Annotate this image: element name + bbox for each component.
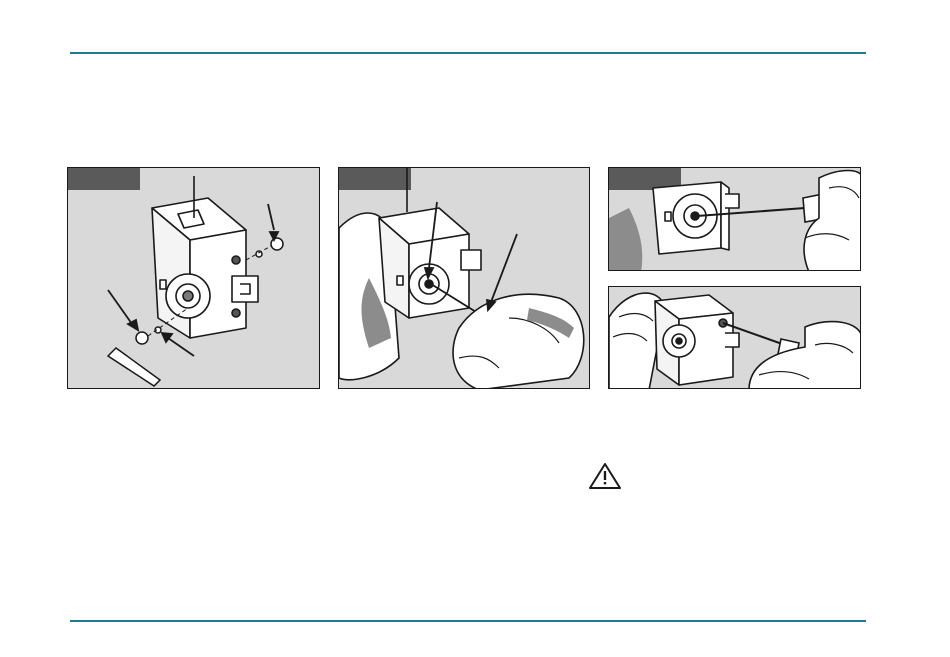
valve-exploded-view-illustration [68,168,320,389]
screwdriver-adjusting-side-screw-illustration [609,287,861,389]
figure-panel-1 [67,167,320,389]
hand-holding-valve-with-pick-illustration [339,168,590,389]
figure-panel-2 [338,167,590,389]
figure-panel-3 [608,167,861,271]
screwdriver-adjusting-valve-illustration [609,168,861,271]
footer-rule [70,620,866,622]
warning-triangle-icon [588,462,622,490]
header-rule [70,52,866,54]
figure-panel-4 [608,286,861,389]
